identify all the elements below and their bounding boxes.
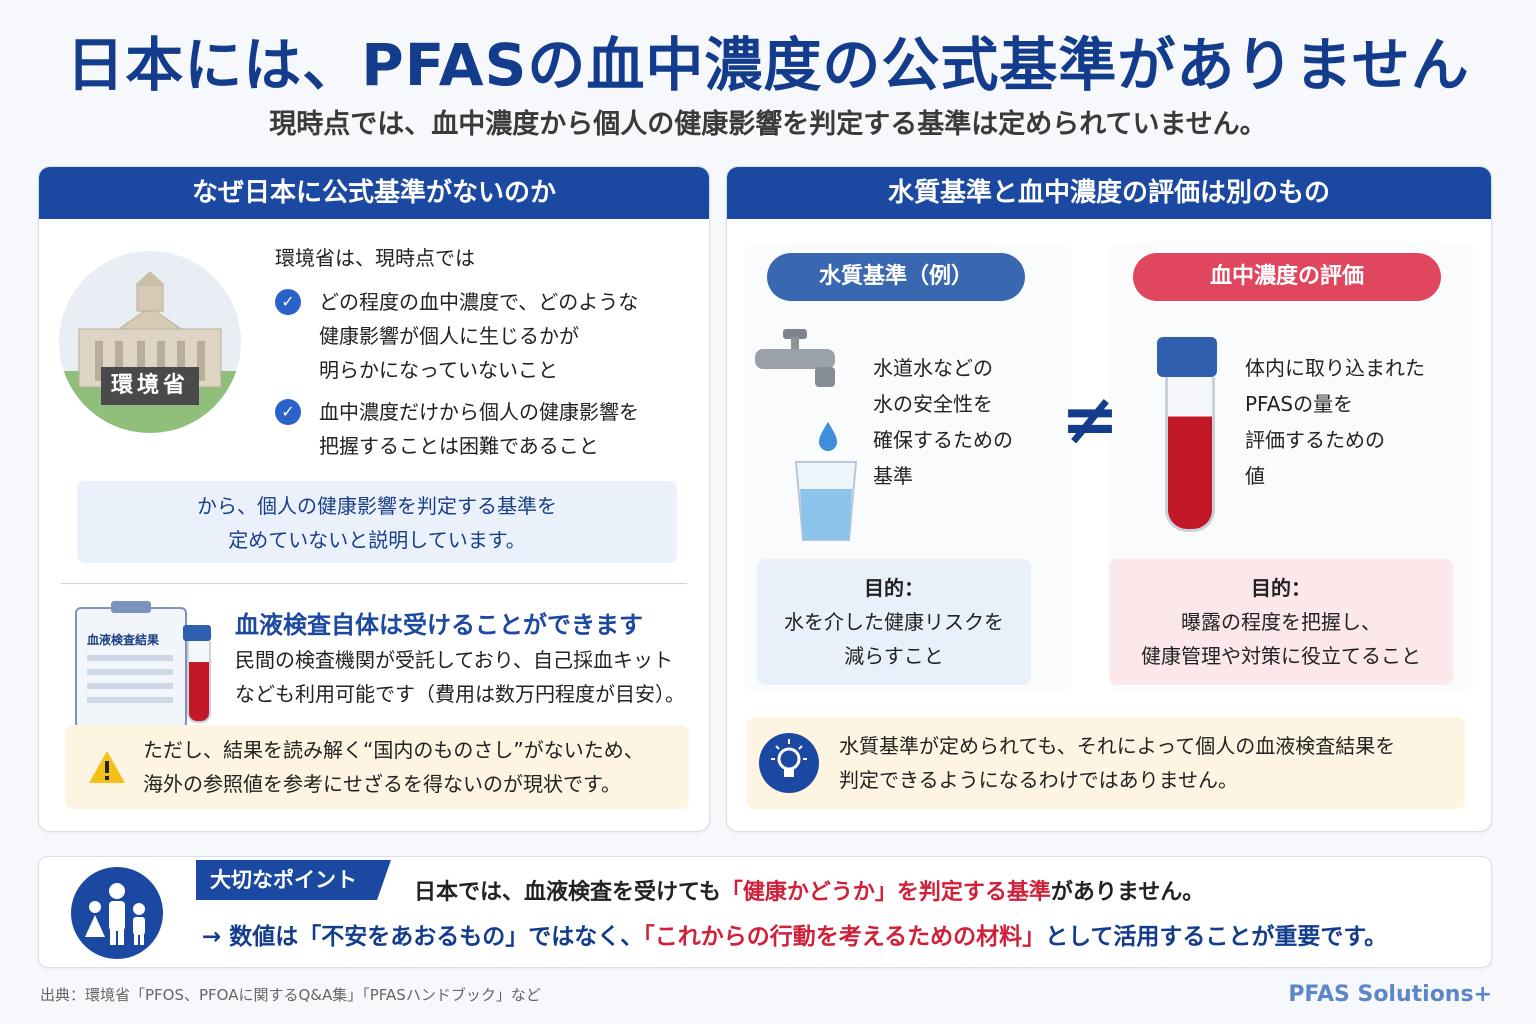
blood-desc-line: 評価するための [1245,428,1385,452]
test-line: なども利用可能です（費用は数万円程度が目安）。 [235,682,685,706]
building-label: 環境省 [101,367,199,405]
water-drop-icon [817,421,839,451]
blood-evaluation-pill: 血中濃度の評価 [1133,253,1441,301]
lightbulb-icon [759,733,819,793]
test-heading: 血液検査自体は受けることができます [235,611,643,639]
clipboard-icon: 血液検査結果 [75,601,187,729]
blood-purpose-line: 曝露の程度を把握し、 [1181,610,1381,634]
key-point-line1-highlight: 「健康かどうか」を判定する基準 [720,880,1051,905]
test-line: 民間の検査機関が受託しており、自己採血キット [235,648,673,672]
water-desc-line: 水道水などの [873,356,993,380]
brand-logo: PFAS Solutions+ [1288,982,1492,1007]
key-point-line2-a: → 数値は「不安をあおるもの」ではなく、 [202,924,644,950]
water-desc-line: 基準 [873,464,913,488]
warning-box: ただし、結果を読み解く“国内のものさし”がないため、 海外の参照値を参考にせざる… [65,725,689,809]
key-point-line2-c: として活用することが重要です。 [1045,924,1388,950]
right-panel: 水質基準と血中濃度の評価は別のもの 水質基準（例） 血中濃度の評価 水道水などの… [726,166,1492,832]
warning-line: 海外の参照値を参考にせざるを得ないのが現状です。 [143,772,621,796]
intro-text: 環境省は、現時点では [275,246,475,270]
ministry-building-icon: 環境省 [59,251,241,433]
small-blood-tube-icon [183,625,211,725]
key-point-line2-highlight: 「これからの行動を考えるための材料」 [643,924,1046,950]
water-standard-pill: 水質基準（例） [767,253,1025,301]
key-point-line2: → 数値は「不安をあおるもの」ではなく、「これからの行動を考えるための材料」とし… [202,920,1387,954]
water-glass-icon [793,459,859,543]
key-point-tag: 大切なポイント [196,860,391,900]
left-panel: なぜ日本に公式基準がないのか 環境省 環境省は、現時点では ✓ どの程度の血中濃… [38,166,710,832]
blood-desc-line: 体内に取り込まれた [1245,356,1425,380]
water-purpose-box: 目的： 水を介した健康リスクを 減らすこと [757,559,1031,685]
conclusion-box: から、個人の健康影響を判定する基準を 定めていないと説明しています。 [77,481,677,563]
left-panel-heading: なぜ日本に公式基準がないのか [39,167,709,219]
water-purpose-line: 減らすこと [844,644,944,668]
blood-purpose-line: 健康管理や対策に役立てること [1141,644,1421,668]
point2-line: 把握することは困難であること [319,434,599,458]
note-line: 水質基準が定められても、それによって個人の血液検査結果を [839,734,1396,758]
clipboard-label: 血液検査結果 [87,633,160,647]
warning-line: ただし、結果を読み解く“国内のものさし”がないため、 [143,738,644,762]
point1-line: 明らかになっていないこと [319,358,558,382]
water-desc-line: 確保するための [873,428,1013,452]
point1-line: 健康影響が個人に生じるかが [319,324,579,348]
blood-purpose-label: 目的： [1251,576,1311,600]
not-equal-sign: ≠ [1060,378,1120,460]
conclusion-line: 定めていないと説明しています。 [228,528,526,552]
water-desc-line: 水の安全性を [873,392,993,416]
right-panel-heading: 水質基準と血中濃度の評価は別のもの [727,167,1491,219]
family-icon [71,867,163,959]
warning-icon [87,749,127,785]
key-point-line1: 日本では、血液検査を受けても「健康かどうか」を判定する基準がありません。 [414,876,1204,910]
blood-purpose-box: 目的： 曝露の程度を把握し、 健康管理や対策に役立てること [1109,559,1453,685]
check-icon: ✓ [275,399,301,425]
water-purpose-line: 水を介した健康リスクを [784,610,1004,634]
faucet-icon [753,327,843,397]
point1-line: どの程度の血中濃度で、どのような [319,290,639,314]
key-point-line1-a: 日本では、血液検査を受けても [414,880,721,905]
page-title: 日本には、PFASの血中濃度の公式基準がありません [66,31,1470,99]
water-purpose-label: 目的： [864,576,924,600]
point2-line: 血中濃度だけから個人の健康影響を [319,400,639,424]
page-subtitle: 現時点では、血中濃度から個人の健康影響を判定する基準は定められていません。 [269,109,1267,140]
blood-desc-line: 値 [1245,464,1265,488]
key-point-line1-c: がありません。 [1050,880,1205,905]
check-icon: ✓ [275,289,301,315]
blood-desc-line: PFASの量を [1245,392,1354,416]
blood-tube-icon [1157,337,1217,533]
divider [61,583,687,584]
conclusion-line: から、個人の健康影響を判定する基準を [197,494,557,518]
source-citation: 出典：環境省「PFOS、PFOAに関するQ&A集」「PFASハンドブック」など [40,986,541,1004]
note-box: 水質基準が定められても、それによって個人の血液検査結果を 判定できるようになるわ… [747,717,1465,809]
note-line: 判定できるようになるわけではありません。 [839,768,1238,792]
